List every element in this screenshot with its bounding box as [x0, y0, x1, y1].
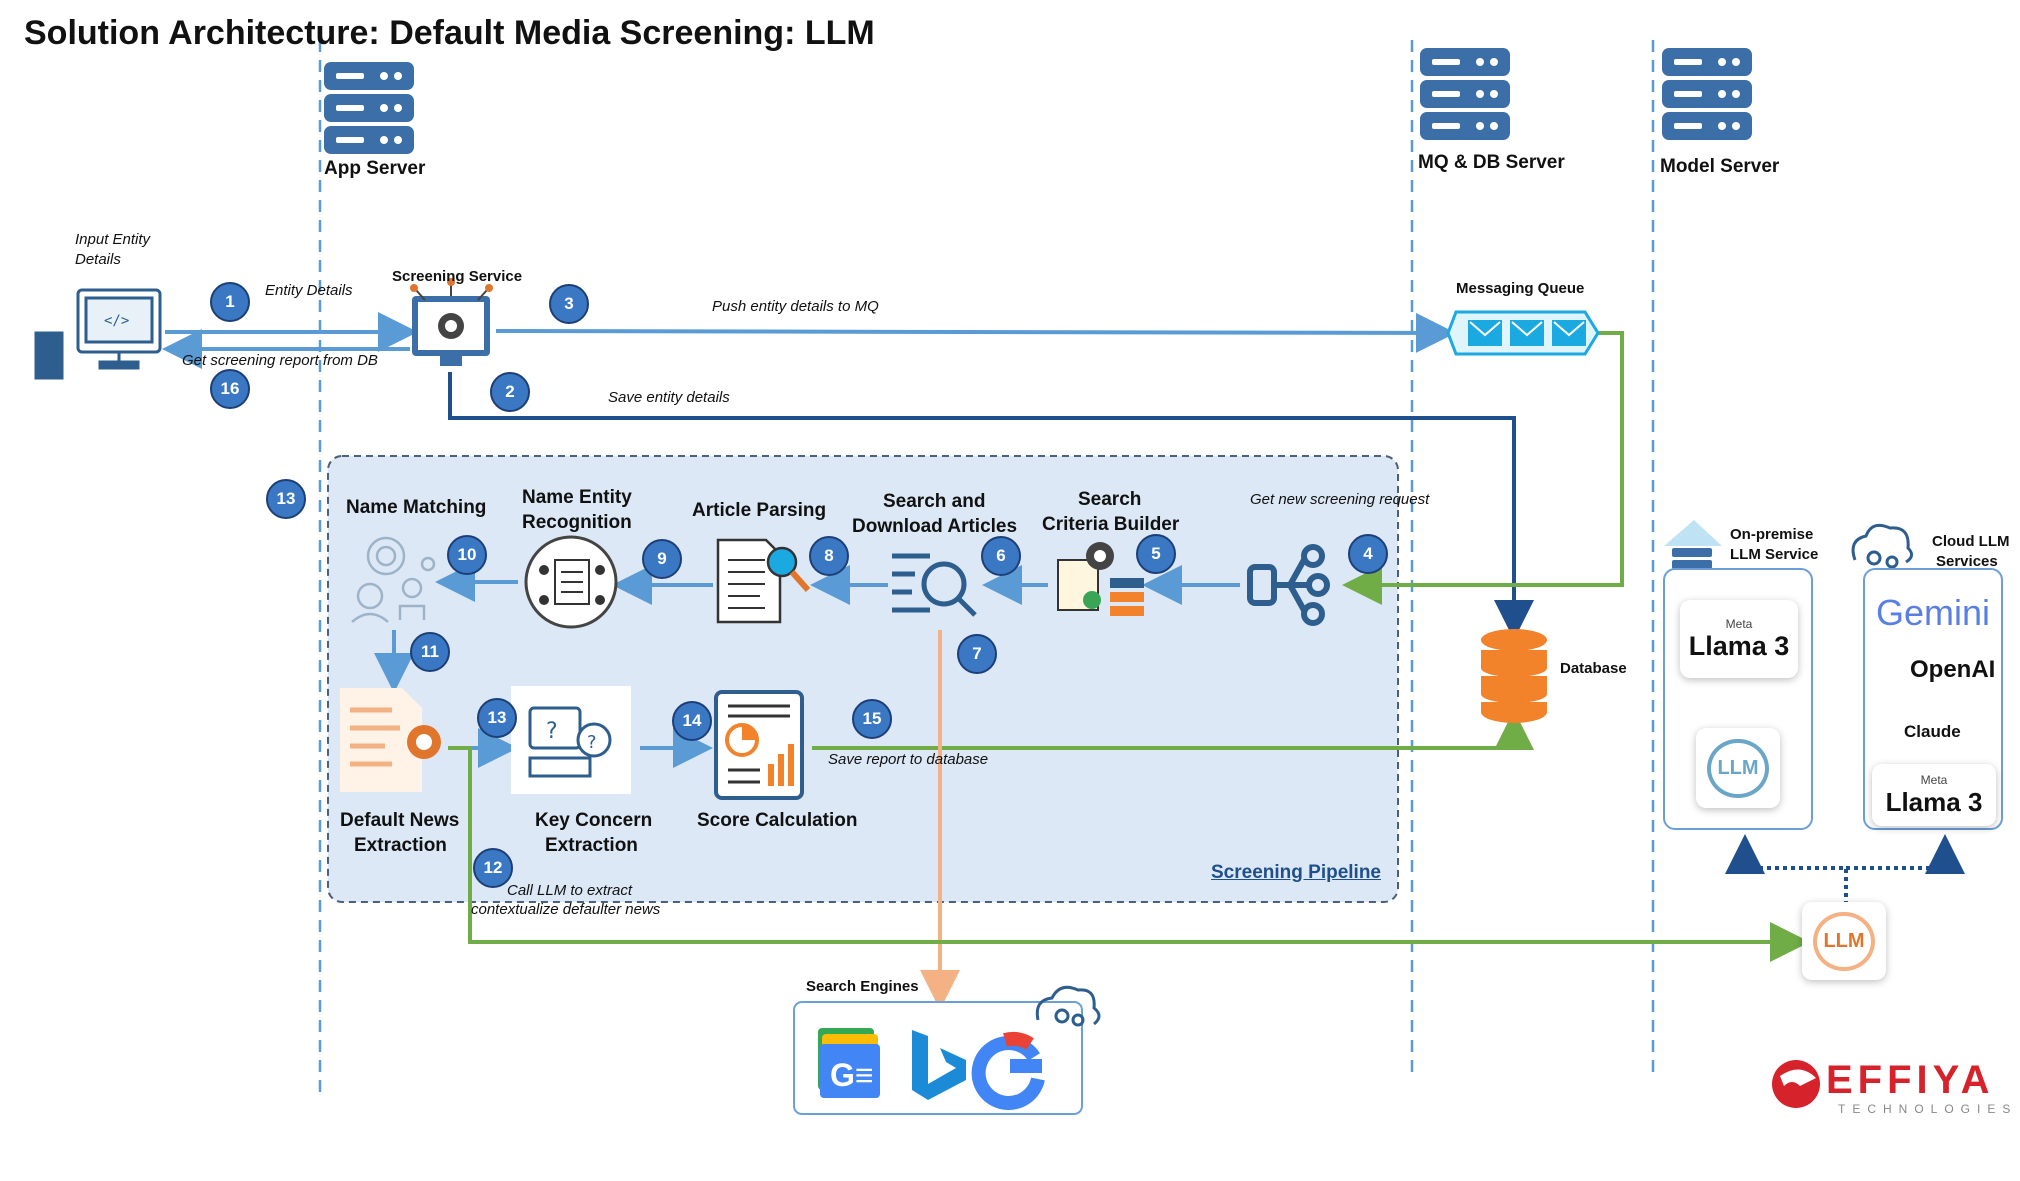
step-badge-4: 4: [1348, 534, 1388, 574]
llm-gateway-card: LLM: [1802, 902, 1886, 980]
score-calculation-icon: [714, 690, 804, 800]
default-news-icon: [340, 688, 441, 792]
step-badge-3: 3: [549, 284, 589, 324]
onprem-title-2: LLM Service: [1730, 546, 1819, 563]
stage-default-news-1: Default News: [340, 810, 460, 831]
flow-push-mq: Push entity details to MQ: [712, 298, 879, 315]
flow-get-report: Get screening report from DB: [182, 352, 378, 369]
stage-ner-1: Name Entity: [522, 487, 632, 508]
cloud-gear-icon: [1035, 985, 1101, 1027]
step-badge-6: 6: [981, 536, 1021, 576]
stage-default-news-2: Extraction: [354, 835, 447, 856]
database-label: Database: [1560, 660, 1627, 677]
stage-ner-2: Recognition: [522, 512, 632, 533]
step-badge-15: 15: [852, 699, 892, 739]
onprem-llama-card: Meta Llama 3: [1680, 600, 1798, 678]
messaging-queue-label: Messaging Queue: [1456, 280, 1585, 297]
model-server-label: Model Server: [1660, 156, 1780, 177]
step-badge-16: 16: [210, 369, 250, 409]
search-engines-label: Search Engines: [806, 978, 919, 995]
step-badge-12: 12: [473, 848, 513, 888]
mq-db-server-label: MQ & DB Server: [1418, 152, 1565, 173]
screening-pipeline-link[interactable]: Screening Pipeline: [1211, 862, 1381, 883]
step-badge-11: 11: [410, 632, 450, 672]
name-matching-icon: [351, 536, 436, 623]
step-badge-2: 2: [490, 372, 530, 412]
criteria-builder-icon: [1057, 542, 1144, 616]
stage-article-parsing: Article Parsing: [692, 500, 827, 521]
effiya-logo-mark: [1772, 1060, 1820, 1108]
step-badge-13: 13: [477, 698, 517, 738]
google-icon: [971, 1031, 1045, 1110]
cloud-llama-card: Meta Llama 3: [1872, 764, 1996, 826]
article-parsing-icon: [716, 538, 811, 624]
screening-service-label: Screening Service: [392, 268, 523, 285]
stage-key-concern-2: Extraction: [545, 835, 638, 856]
stage-search-download-1: Search and: [883, 491, 986, 512]
step-badge-5: 5: [1136, 534, 1176, 574]
llama-label: Llama 3: [1885, 786, 1983, 817]
onprem-title-1: On-premise: [1730, 526, 1814, 543]
key-concern-icon: ? ?: [511, 686, 631, 794]
meta-label: Meta: [1920, 772, 1948, 787]
bing-icon: [912, 1030, 966, 1100]
app-server-label: App Server: [324, 158, 426, 179]
cloud-title-1: Cloud LLM: [1932, 533, 2010, 550]
gemini-logo: Gemini: [1876, 592, 1991, 633]
step-badge-7: 7: [957, 634, 997, 674]
trigger-hub-icon: [1247, 544, 1330, 626]
step-badge-8: 8: [809, 536, 849, 576]
stage-score-calculation: Score Calculation: [697, 810, 858, 831]
meta-label: Meta: [1725, 616, 1753, 631]
flow-save-report: Save report to database: [828, 751, 989, 768]
llm-gateway-logo: LLM: [1813, 911, 1875, 971]
stage-criteria-2: Criteria Builder: [1042, 514, 1180, 535]
svg-text:G≡: G≡: [830, 1057, 874, 1093]
step-badge-14: 14: [672, 701, 712, 741]
mq-db-server-icon: [1420, 48, 1510, 140]
svg-text:?: ?: [546, 719, 558, 744]
claude-label: Claude: [1904, 722, 1961, 741]
flow-call-llm-1: Call LLM to extract: [507, 882, 633, 899]
step-badge-9: 9: [642, 539, 682, 579]
llama-label: Llama 3: [1688, 630, 1790, 661]
search-download-icon: [892, 553, 977, 617]
llm-logo: LLM: [1707, 738, 1769, 798]
flow-call-llm-2: contextualize defaulter news: [471, 901, 661, 918]
page-title: Solution Architecture: Default Media Scr…: [24, 14, 875, 52]
stage-search-download-2: Download Articles: [852, 516, 1018, 537]
client-label-1: Input Entity: [75, 231, 151, 248]
flow-entity-details: Entity Details: [265, 282, 353, 299]
screening-service-icon: [410, 278, 493, 366]
flow-save-entity: Save entity details: [608, 389, 730, 406]
step-badge-10: 10: [447, 535, 487, 575]
openai-label: OpenAI: [1910, 656, 1996, 683]
svg-text:</>: </>: [104, 313, 129, 329]
ner-icon: [524, 535, 618, 629]
effiya-logo-text: EFFIYA: [1826, 1058, 1995, 1102]
client-label-2: Details: [75, 251, 121, 268]
effiya-logo-sub: TECHNOLOGIES: [1838, 1102, 2018, 1116]
svg-text:?: ?: [587, 732, 597, 753]
app-server-icon: [324, 62, 414, 154]
client-computer-icon: </>: [34, 288, 162, 380]
cloud-llm-icon: [1851, 523, 1913, 569]
model-server-icon: [1662, 48, 1752, 140]
flow-get-request: Get new screening request: [1250, 491, 1430, 508]
cloud-title-2: Services: [1936, 553, 1998, 570]
google-news-icon: G≡: [818, 1028, 880, 1098]
step-badge-13-outer: 13: [266, 479, 306, 519]
stage-name-matching: Name Matching: [346, 497, 487, 518]
messaging-queue-icon: [1446, 310, 1600, 356]
stage-key-concern-1: Key Concern: [535, 810, 653, 831]
database-icon: [1481, 629, 1547, 723]
onprem-llm-card: LLM: [1696, 728, 1780, 808]
step-badge-1: 1: [210, 282, 250, 322]
stage-criteria-1: Search: [1078, 489, 1142, 510]
